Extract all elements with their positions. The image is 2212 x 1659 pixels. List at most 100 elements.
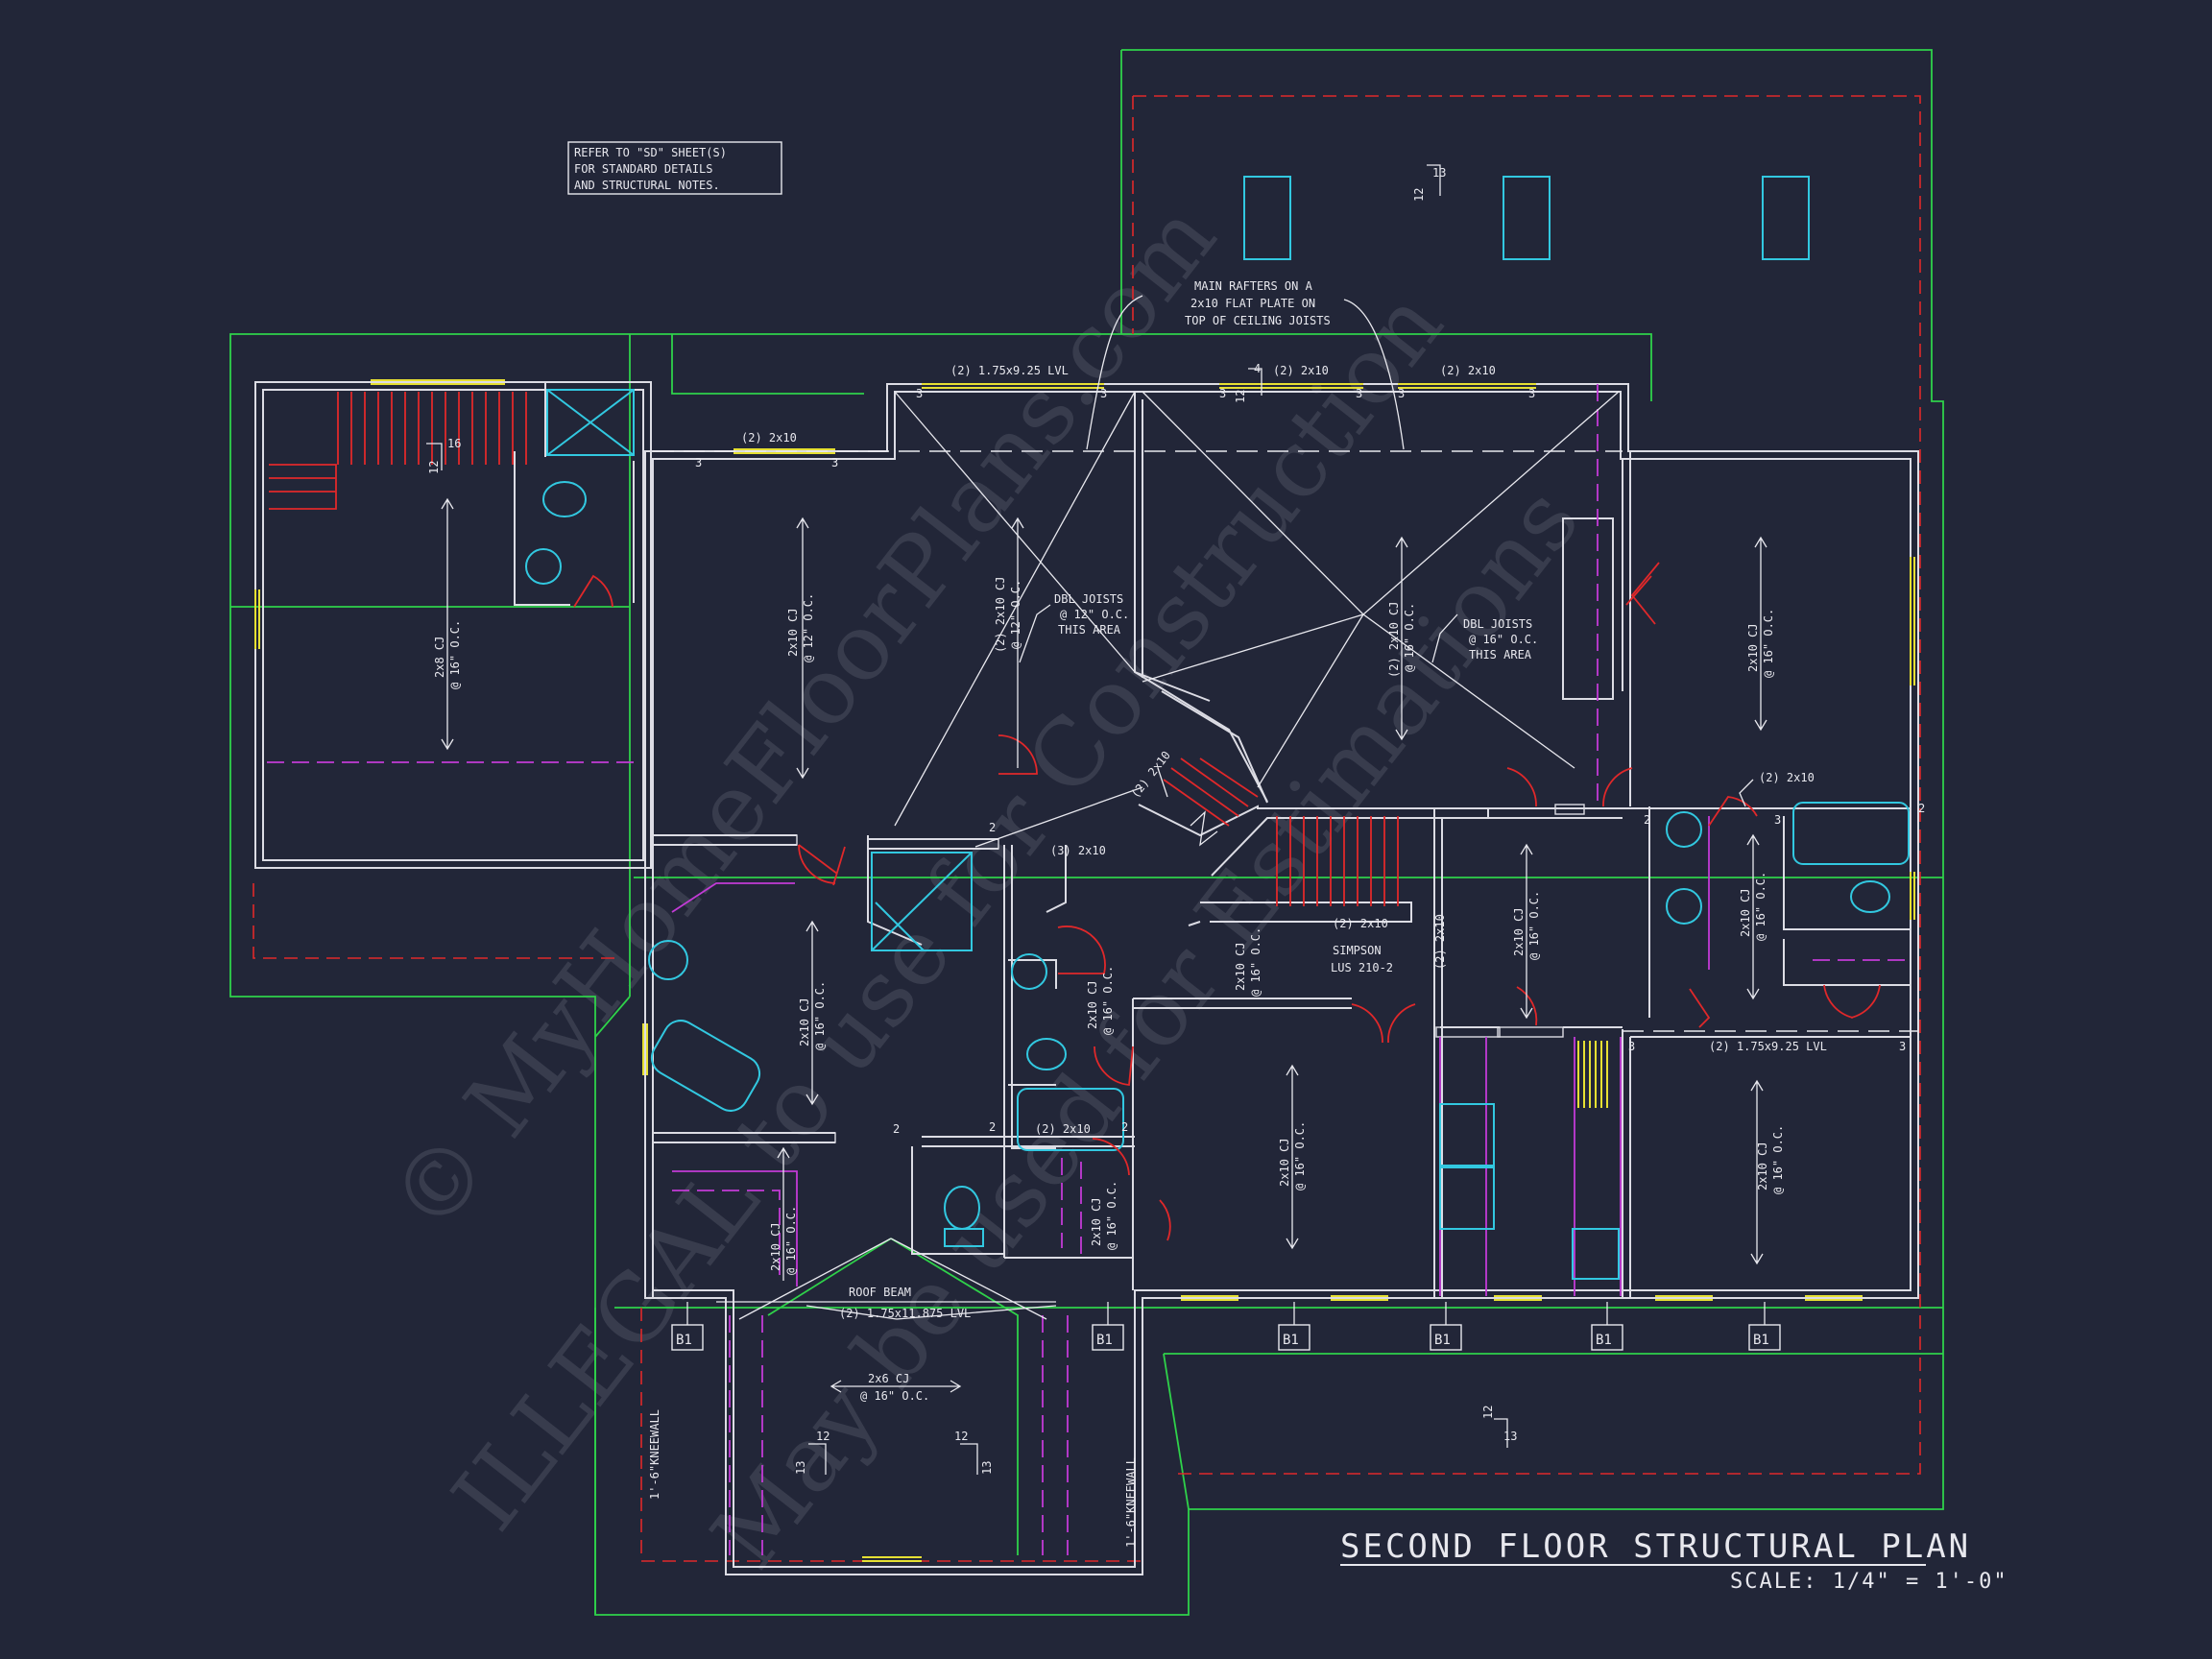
- sink-2: [648, 940, 688, 980]
- simpson-note-line-2: LUS 210-2: [1331, 961, 1393, 974]
- joist-label-4b: @ 16" O.C.: [1403, 603, 1416, 672]
- toilet: [542, 481, 587, 517]
- pitch-rise-2: 12: [1234, 390, 1247, 403]
- kneewall-label-right: 1'-6"KNEEWALL: [1124, 1457, 1138, 1548]
- drawing-scale: SCALE: 1/4" = 1'-0": [1730, 1570, 2008, 1594]
- shower: [546, 389, 635, 456]
- joist-label-13b: @ 16" O.C.: [784, 1206, 798, 1275]
- joist-label-14b: @ 16" O.C.: [1105, 1181, 1118, 1250]
- post-tag: 2: [1121, 1120, 1128, 1134]
- post-tag: 3: [831, 456, 838, 469]
- joist-label-2b: @ 12" O.C.: [802, 593, 815, 662]
- roof-overhang: [252, 95, 1921, 1562]
- reference-note-line-1: REFER TO "SD" SHEET(S): [574, 146, 727, 159]
- rafters-note-line-2: 2x10 FLAT PLATE ON: [1190, 297, 1315, 310]
- header-label-bath-2x10: (2) 2x10: [1035, 1122, 1091, 1136]
- roof-beam-line-2: (2) 1.75x11.875 LVL: [839, 1307, 971, 1320]
- rafters-note-line-3: TOP OF CEILING JOISTS: [1185, 314, 1331, 327]
- header-label-top-lvl: (2) 1.75x9.25 LVL: [950, 364, 1069, 377]
- joist-label-3b: @ 12" O.C.: [1009, 580, 1022, 649]
- joist-label-1b: @ 16" O.C.: [448, 620, 462, 689]
- dryer: [1439, 1166, 1495, 1230]
- hatched-walls: [652, 804, 1585, 1143]
- skylight-1: [1243, 176, 1291, 260]
- simpson-note-line-1: SIMPSON: [1333, 944, 1382, 957]
- reference-note-line-3: AND STRUCTURAL NOTES.: [574, 179, 720, 192]
- header-label-left-2x10: (2) 2x10: [741, 431, 797, 445]
- beam-tag-5: B1: [1596, 1333, 1612, 1348]
- header-label-mid-3x10: (3) 2x10: [1050, 844, 1106, 857]
- post-tags: 3 3 3 3 3 3 3 3 2 2 3 2 2 2 2 3 3: [695, 387, 1925, 1136]
- pitch-run-1: 13: [1432, 166, 1446, 180]
- post-tag: 3: [1219, 387, 1226, 400]
- stairs-upper-left: [269, 392, 527, 510]
- header-label-top-2x10-b: (2) 2x10: [1440, 364, 1496, 377]
- joist-label-6a: 2x10 CJ: [798, 998, 811, 1046]
- joist-label-7b: @ 16" O.C.: [1101, 966, 1115, 1035]
- beam-tag-4: B1: [1434, 1333, 1451, 1348]
- sink-3: [1011, 953, 1047, 990]
- pitch-rise-4: 12: [1481, 1406, 1495, 1419]
- rafters-note-line-1: MAIN RAFTERS ON A: [1194, 279, 1313, 293]
- pitch-rise-1: 12: [1412, 188, 1426, 202]
- toilet-2: [1026, 1038, 1067, 1070]
- roof-outline: [229, 49, 1944, 1616]
- header-label-right-lvl: (2) 1.75x9.25 LVL: [1709, 1040, 1827, 1053]
- post-tag: 2: [893, 1122, 900, 1136]
- post-tag: 3: [1100, 387, 1107, 400]
- attic-joist-line-1: 2x6 CJ: [868, 1372, 909, 1385]
- joist-label-8b: @ 16" O.C.: [1249, 927, 1262, 997]
- sink: [525, 548, 562, 585]
- leader-lines: [1019, 295, 1754, 807]
- dbl-joists-16-line-1: DBL JOISTS: [1463, 617, 1532, 631]
- pitch-run-5: 13: [794, 1461, 807, 1475]
- header-label-right-2x10: (2) 2x10: [1759, 771, 1815, 784]
- joist-arrows: [441, 497, 1767, 1393]
- joist-label-5a: 2x10 CJ: [1746, 623, 1760, 672]
- joist-label-10b: @ 16" O.C.: [1754, 872, 1767, 941]
- dbl-joists-12-line-2: @ 12" O.C.: [1060, 608, 1129, 621]
- dbl-joists-16-line-3: THIS AREA: [1469, 648, 1532, 661]
- joist-label-8a: 2x10 CJ: [1234, 942, 1247, 991]
- reference-note-line-2: FOR STANDARD DETAILS: [574, 162, 713, 176]
- joist-label-9b: @ 16" O.C.: [1527, 891, 1541, 960]
- beam-tags: B1 B1 B1 B1 B1 B1: [671, 1302, 1781, 1351]
- post-tag: 3: [1398, 387, 1405, 400]
- pitch-rise-3: 12: [427, 461, 441, 474]
- joist-labels: 2x8 CJ @ 16" O.C. 2x10 CJ @ 12" O.C. (2)…: [433, 577, 1785, 1275]
- beam-tag-3: B1: [1283, 1333, 1299, 1348]
- shower-2: [871, 852, 973, 951]
- kneewall-label-left: 1'-6"KNEEWALL: [648, 1409, 661, 1500]
- beam-tag-6: B1: [1753, 1333, 1769, 1348]
- post-tag: 3: [1774, 813, 1781, 827]
- sink-5: [1666, 888, 1702, 925]
- joist-label-12a: 2x10 CJ: [1756, 1142, 1769, 1190]
- joist-label-5b: @ 16" O.C.: [1762, 609, 1775, 678]
- pitch-symbols: [426, 164, 1508, 1475]
- joist-label-11b: @ 16" O.C.: [1293, 1121, 1307, 1190]
- skylight-3: [1762, 176, 1810, 260]
- header-label-top-2x10-a: (2) 2x10: [1273, 364, 1329, 377]
- joist-label-3a: (2) 2x10 CJ: [994, 577, 1007, 653]
- joist-label-10a: 2x10 CJ: [1739, 888, 1752, 937]
- post-tag: 3: [1628, 1040, 1635, 1053]
- pitch-run-6: 13: [980, 1461, 994, 1475]
- joist-label-9a: 2x10 CJ: [1512, 907, 1526, 956]
- fixtures: [525, 176, 1910, 1280]
- laundry-sink: [1572, 1228, 1620, 1280]
- pitch-run-2: 4: [1254, 362, 1261, 375]
- skylight-2: [1503, 176, 1551, 260]
- post-tag: 3: [916, 387, 923, 400]
- pitch-run-3: 16: [447, 437, 461, 450]
- vault-lines: [894, 391, 1620, 827]
- joist-label-11a: 2x10 CJ: [1278, 1138, 1291, 1187]
- post-tag: 2: [989, 1120, 996, 1134]
- post-tag: 3: [1528, 387, 1535, 400]
- roof-beam-line-1: ROOF BEAM: [849, 1286, 911, 1299]
- joist-label-13a: 2x10 CJ: [769, 1222, 782, 1271]
- stairs-center: [1163, 757, 1399, 906]
- joist-label-7a: 2x10 CJ: [1086, 980, 1099, 1029]
- reference-note-box: [567, 141, 782, 195]
- beam-tag-2: B1: [1096, 1333, 1113, 1348]
- post-tag: 2: [1918, 802, 1925, 815]
